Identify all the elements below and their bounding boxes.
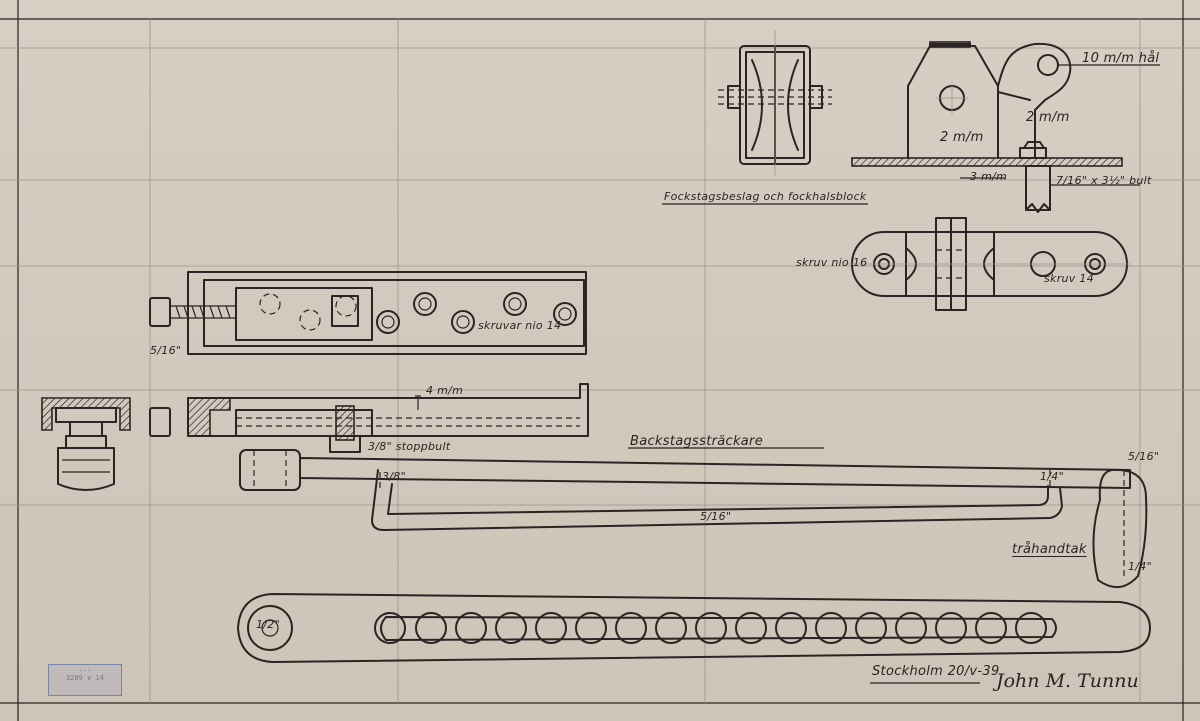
slider-side-view	[149, 383, 589, 453]
bracket-side-view	[851, 41, 1160, 213]
tensioner-crank	[239, 449, 1148, 588]
archive-stamp: ... 3209 v 14	[48, 664, 122, 696]
label-5-16-b: 5/16"	[1128, 450, 1160, 463]
label-1-4-b: 1/4"	[1128, 560, 1152, 573]
label-stoppbult: 3/8" stoppbult	[368, 440, 451, 453]
label-date: Stockholm 20/v-39	[872, 664, 1000, 679]
stamp-line-2: 3209 v 14	[66, 674, 104, 682]
label-plate-3mm: 3 m/m	[970, 170, 1008, 183]
label-1-2: 1/2"	[256, 618, 280, 631]
label-screws-14: skruvar nio 14	[478, 319, 562, 332]
block-front-view	[718, 30, 832, 176]
label-screw-14: skruv 14	[1044, 272, 1094, 285]
title-fockstagsbeslag: Fockstagsbeslag och fockhalsblock	[664, 190, 867, 203]
label-1-4: 1/4"	[1040, 470, 1064, 483]
slider-section-view	[41, 397, 131, 491]
slotted-arm	[237, 593, 1151, 663]
label-screw-16: skruv nio 16	[796, 256, 868, 269]
label-hole-10mm: 10 m/m hål	[1082, 51, 1160, 66]
block-top-view	[845, 217, 1130, 311]
label-3-8: 3/8"	[382, 470, 406, 483]
signature: John M. Tunnu	[996, 670, 1139, 692]
title-backstagssträckare: Backstagssträckare	[630, 434, 763, 449]
label-5-16-a: 5/16"	[150, 344, 182, 357]
label-handle: tråhandtak	[1012, 542, 1087, 557]
slider-plan-view	[149, 271, 587, 355]
label-4mm: 4 m/m	[426, 384, 464, 397]
label-5-16-c: 5/16"	[700, 510, 732, 523]
label-2mm-left: 2 m/m	[940, 130, 984, 145]
stamp-line-1: ...	[78, 665, 92, 673]
label-2mm-right: 2 m/m	[1026, 110, 1070, 125]
slot-holes	[374, 612, 1047, 644]
label-bolt-spec: 7/16" x 3½" bult	[1056, 174, 1152, 187]
